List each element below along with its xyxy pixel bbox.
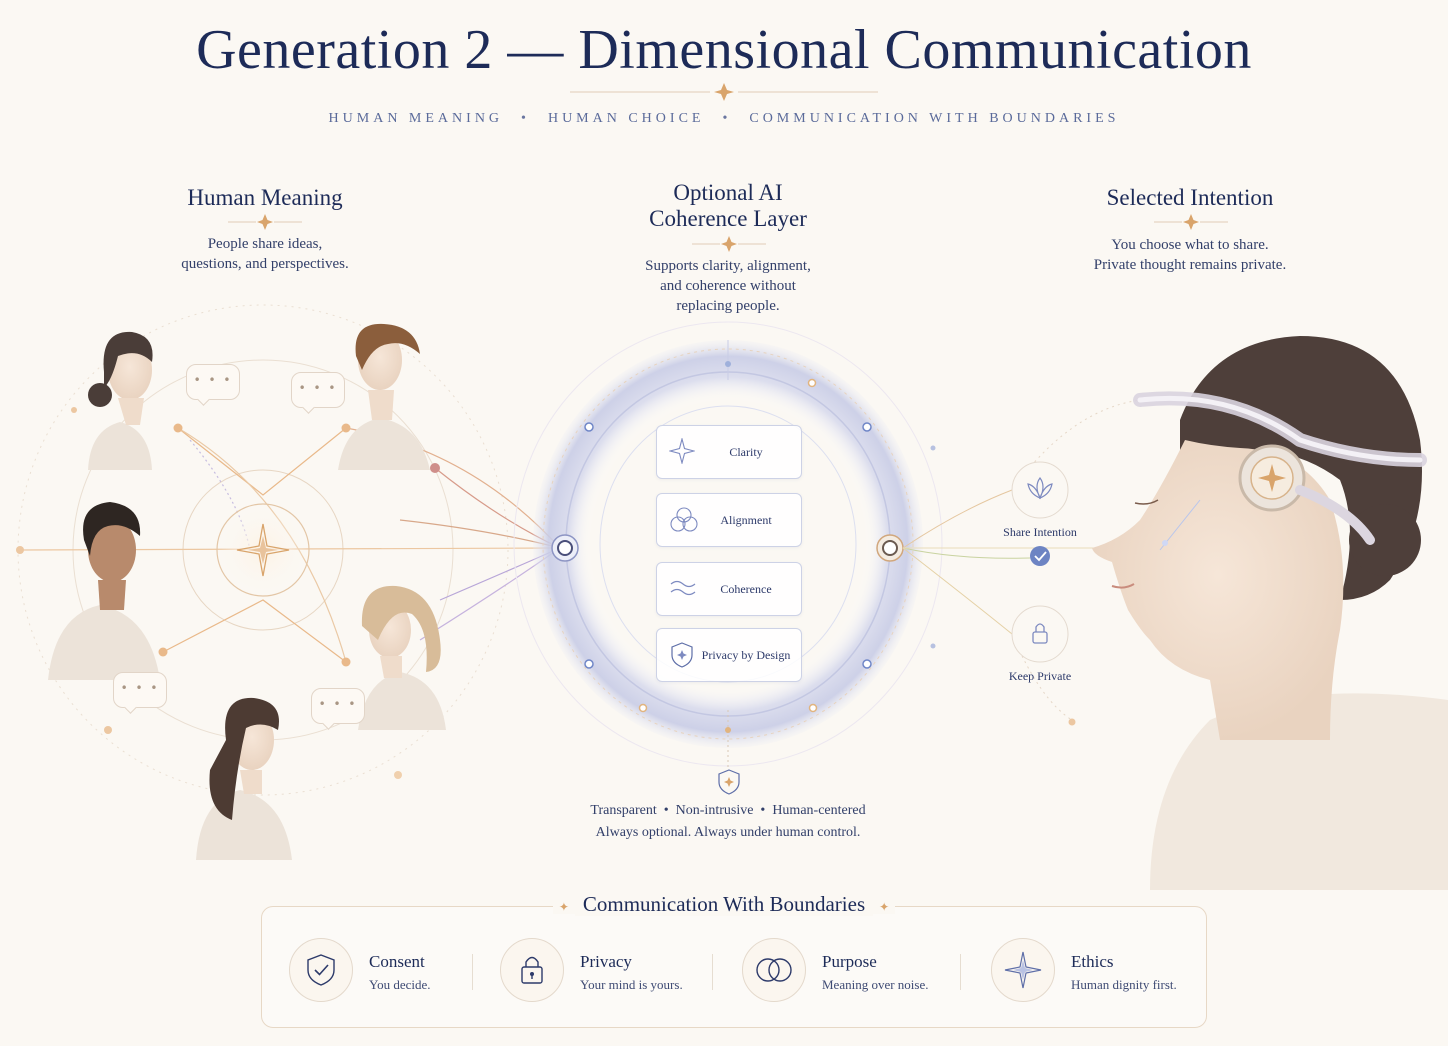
- privacy-by-design-card: Privacy by Design: [656, 628, 802, 682]
- selected-intention-desc: You choose what to share. Private though…: [1040, 235, 1340, 275]
- person-woman-middle-right: [358, 585, 446, 730]
- waves-icon: [670, 580, 696, 596]
- speech-bubble: • • •: [291, 372, 345, 408]
- shield-check-icon: [289, 938, 353, 1002]
- keep-private-option: [1011, 605, 1069, 663]
- coherence-layer-desc: Supports clarity, alignment, and coheren…: [578, 256, 878, 316]
- person-woman-profile-right: [1092, 336, 1448, 890]
- shield-star-icon: [718, 769, 740, 795]
- selected-intention-title: Selected Intention: [1106, 185, 1274, 210]
- compass-star-icon: [991, 938, 1055, 1002]
- coherence-layer-title: Optional AI Coherence Layer: [578, 180, 878, 232]
- human-meaning-title: Human Meaning: [187, 185, 343, 210]
- boundary-desc: You decide.: [369, 977, 431, 992]
- boundary-desc: Human dignity first.: [1071, 977, 1177, 992]
- boundary-title: Privacy: [580, 952, 632, 971]
- center-compass-emblem: [216, 503, 310, 597]
- lock-icon: [500, 938, 564, 1002]
- speech-bubble: • • •: [113, 672, 167, 708]
- desc-line: Private thought remains private.: [1093, 257, 1287, 273]
- boundaries-title: ✦Communication With Boundaries✦: [0, 892, 1448, 917]
- communication-diagram: [16, 304, 1448, 890]
- left-node-dots: [16, 407, 440, 779]
- desc-line: replacing people.: [676, 298, 780, 314]
- boundary-desc: Meaning over noise.: [822, 977, 929, 992]
- clarity-card: Clarity: [656, 425, 802, 479]
- tagline-item: HUMAN CHOICE: [547, 111, 705, 126]
- divider: [960, 954, 961, 990]
- bubble-dots: • • •: [298, 381, 338, 395]
- shield-icon: [671, 642, 693, 668]
- person-man-top-right: [338, 323, 430, 470]
- tagline-item: COMMUNICATION WITH BOUNDARIES: [749, 111, 1120, 126]
- title-line: Coherence Layer: [649, 206, 807, 231]
- share-intention-label: Share Intention: [1003, 525, 1077, 539]
- desc-line: and coherence without: [660, 278, 796, 294]
- coherence-card: Coherence: [656, 562, 802, 616]
- human-meaning-desc: People share ideas, questions, and persp…: [120, 234, 410, 274]
- alignment-card: Alignment: [656, 493, 802, 547]
- circles-icon: [670, 507, 698, 532]
- sparkle-icon: ✦: [552, 900, 575, 914]
- title-line: Optional AI: [673, 180, 783, 205]
- tagline-item: HUMAN MEANING: [328, 111, 504, 126]
- sparkle-icon: ✦: [873, 900, 896, 914]
- boundary-title: Purpose: [822, 952, 877, 971]
- speech-bubble: • • •: [311, 688, 365, 724]
- divider: [472, 954, 473, 990]
- desc-line: People share ideas,: [207, 236, 323, 252]
- coherence-footer: Transparent • Non-intrusive • Human-cent…: [528, 800, 928, 844]
- divider-star-icon: [1154, 214, 1228, 230]
- divider-star-icon: [692, 236, 766, 252]
- divider: [712, 954, 713, 990]
- boundary-desc: Your mind is yours.: [580, 977, 683, 992]
- desc-line: questions, and perspectives.: [181, 256, 349, 272]
- speech-bubble: • • •: [186, 364, 240, 400]
- divider-star-icon: [228, 214, 302, 230]
- footer-line: Transparent • Non-intrusive • Human-cent…: [590, 803, 866, 818]
- person-woman-bottom: [196, 697, 292, 860]
- boundary-title: Ethics: [1071, 952, 1114, 971]
- bubble-dots: • • •: [318, 697, 358, 711]
- share-intention-option: [1011, 461, 1069, 566]
- card-label: Privacy by Design: [701, 647, 791, 662]
- bubble-dots: • • •: [120, 681, 160, 695]
- bubble-dots: • • •: [193, 373, 233, 387]
- card-label: Clarity: [729, 444, 763, 459]
- boundaries-title-text: Communication With Boundaries: [574, 892, 874, 916]
- desc-line: You choose what to share.: [1111, 237, 1269, 253]
- desc-line: Supports clarity, alignment,: [645, 258, 811, 274]
- boundary-title: Consent: [369, 952, 425, 971]
- card-label: Alignment: [720, 512, 772, 527]
- person-man-middle-left: [48, 502, 160, 680]
- linked-circles-icon: [742, 938, 806, 1002]
- person-woman-top-left: [88, 331, 153, 470]
- sparkle-icon: [669, 438, 695, 464]
- card-label: Coherence: [720, 581, 772, 596]
- page-title: Generation 2 — Dimensional Communication: [196, 19, 1252, 81]
- footer-line: Always optional. Always under human cont…: [595, 825, 861, 840]
- keep-private-label: Keep Private: [1008, 669, 1072, 683]
- title-divider: [570, 83, 878, 101]
- tagline: HUMAN MEANING•HUMAN CHOICE•COMMUNICATION…: [328, 111, 1120, 126]
- right-connection-lines: [902, 399, 1141, 726]
